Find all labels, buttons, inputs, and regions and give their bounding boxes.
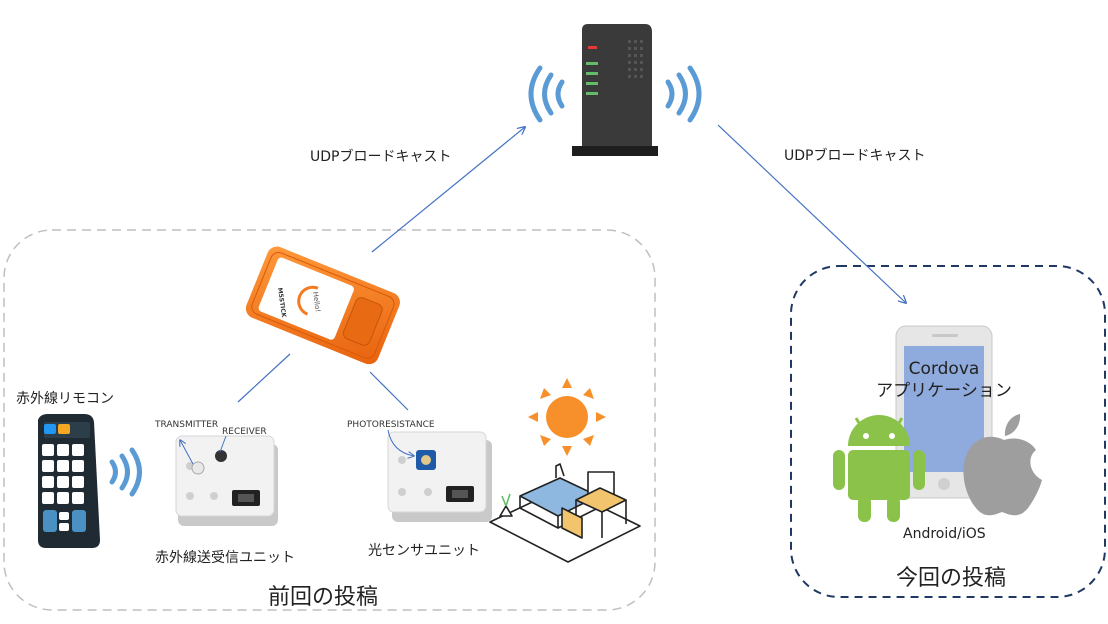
router-wifi-right-icon: [665, 65, 702, 123]
apple-logo-icon: [963, 414, 1042, 516]
current-post-label: 今回の投稿: [896, 566, 1007, 591]
edge-m5stick-to-router: [371, 127, 525, 253]
room-illustration-icon: [489, 463, 641, 563]
os-label: Android/iOS: [903, 526, 986, 542]
receiver-label: RECEIVER: [222, 427, 267, 437]
app-name-line1: Cordova: [908, 359, 980, 379]
m5stick-brand-text: M5STICK: [276, 287, 287, 318]
wifi-router-icon: [572, 24, 658, 156]
edge-label-left: UDPブロードキャスト: [310, 149, 452, 165]
edge-m5stick-to-ir-unit: [237, 353, 291, 403]
light-unit-label: 光センサユニット: [368, 543, 480, 559]
ir-remote-icon: [38, 414, 100, 548]
app-name-line2: アプリケーション: [876, 381, 1012, 401]
previous-post-group-box: [3, 229, 656, 611]
sun-icon: [528, 378, 606, 456]
m5stick-screen-text: Hello!: [311, 291, 322, 312]
transmitter-label: TRANSMITTER: [155, 420, 219, 430]
router-wifi-left-icon: [528, 65, 565, 123]
current-post-group-box: [790, 265, 1106, 598]
previous-post-label: 前回の投稿: [268, 585, 379, 610]
ir-unit-label: 赤外線送受信ユニット: [155, 550, 295, 566]
ir-remote-signal-icon: [109, 447, 142, 497]
edge-m5stick-to-light-unit: [369, 371, 409, 411]
android-logo-icon: [833, 415, 925, 522]
ir-unit-icon: [175, 435, 278, 526]
photoresistance-label: PHOTORESISTANCE: [347, 420, 435, 430]
light-unit-icon: [387, 431, 492, 522]
edge-label-right: UDPブロードキャスト: [784, 148, 926, 164]
transmitter-pointer: [180, 440, 194, 465]
m5stick-device-icon: [245, 246, 400, 365]
receiver-pointer: [219, 435, 227, 453]
edge-router-to-phone: [717, 124, 906, 303]
ir-remote-label: 赤外線リモコン: [16, 391, 114, 407]
photoresistance-pointer: [387, 429, 414, 456]
